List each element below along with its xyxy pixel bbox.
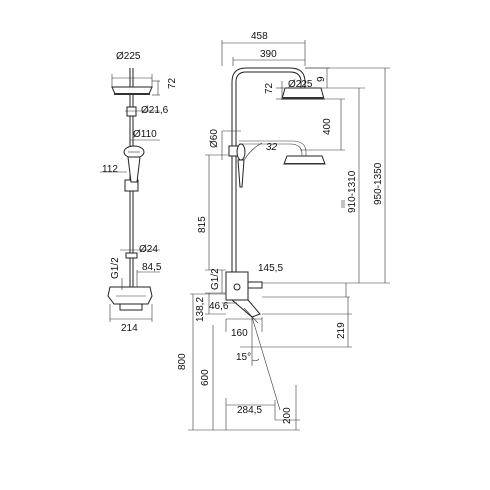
dim-arm-reach: 390 bbox=[260, 49, 277, 60]
dim-thread-front: G1/2 bbox=[210, 268, 221, 290]
dim-riser-height: 815 bbox=[197, 216, 208, 233]
dim-floor-to-spout: 600 bbox=[200, 369, 211, 386]
front-shower-arm bbox=[231, 67, 306, 88]
dim-connector-diameter: Ø24 bbox=[139, 244, 158, 255]
dim-hand-shower-diameter-front: Ø60 bbox=[209, 129, 220, 148]
dim-front-head-height: 72 bbox=[264, 82, 275, 94]
side-clamp bbox=[126, 106, 137, 117]
dim-hand-shower-diameter: Ø110 bbox=[133, 129, 157, 140]
dim-front-head-diameter: Ø225 bbox=[288, 79, 313, 90]
dim-floor-to-mixer: 800 bbox=[177, 353, 188, 370]
dim-mixer-depth: 84,5 bbox=[142, 262, 162, 273]
dim-spout-height: 219 bbox=[336, 322, 347, 339]
dim-adjust-height: 910-1310 bbox=[347, 170, 358, 213]
front-hand-shower bbox=[236, 143, 246, 161]
dim-thread-side: G1/2 bbox=[110, 257, 121, 279]
dim-outlet-offset: 145,5 bbox=[258, 263, 283, 274]
side-mixer bbox=[107, 286, 153, 305]
dim-mixer-width: 214 bbox=[121, 323, 138, 334]
dim-overall-height: 950-1350 bbox=[373, 162, 384, 205]
dim-mixer-height: 138,2 bbox=[195, 297, 206, 322]
dim-holder-width: 112 bbox=[102, 164, 118, 175]
front-spout bbox=[230, 299, 261, 318]
dim-side-head-diameter: Ø225 bbox=[116, 51, 141, 62]
front-view: 458 390 72 9 Ø225 400 Ø60 32 910-1310 95… bbox=[177, 31, 390, 431]
dim-side-head-height: 72 bbox=[167, 77, 178, 89]
dim-tub-rim: 200 bbox=[282, 407, 293, 424]
dim-pipe-diameter: Ø21,6 bbox=[141, 105, 169, 116]
dim-spout-angle: 15° bbox=[236, 352, 251, 363]
dim-spout-length: 160 bbox=[231, 328, 248, 339]
dim-spout-projection: 284,5 bbox=[237, 405, 262, 416]
dim-swivel-angle: 32 bbox=[266, 142, 278, 153]
front-arm-rotated bbox=[239, 140, 307, 156]
dim-total-arm-reach: 458 bbox=[251, 31, 268, 42]
dim-arm-drop: 400 bbox=[322, 118, 333, 135]
dim-eccentric-offset: 46,6 bbox=[209, 301, 229, 312]
side-view: Ø225 72 Ø21,6 Ø110 112 Ø24 G1/2 84,5 214 bbox=[100, 51, 178, 334]
side-shower-head bbox=[111, 86, 153, 95]
dim-front-head-gap: 9 bbox=[316, 76, 327, 82]
